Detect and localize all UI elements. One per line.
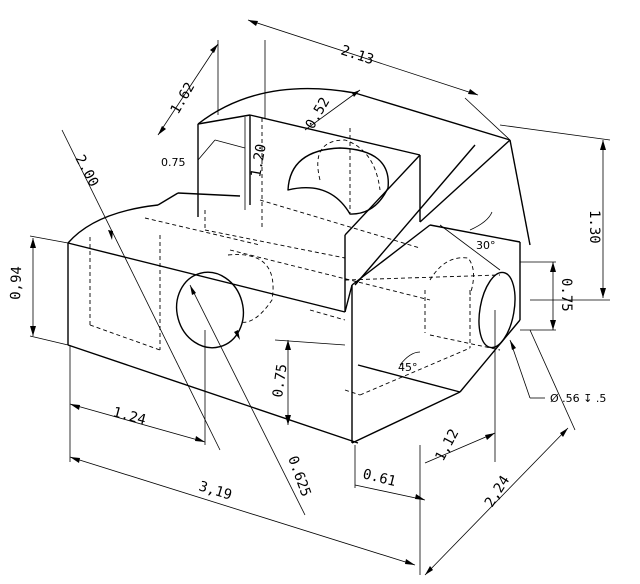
dim-1-20: 1.20 (248, 143, 270, 179)
angle-30: 30° (476, 239, 496, 252)
dim-1-12: 1,12 (432, 427, 462, 464)
dim-2-13: 2.13 (339, 43, 376, 69)
dim-0-625: 0.625 (284, 454, 313, 499)
dim-2-24: 2,24 (482, 473, 513, 510)
dim-0-94: 0,94 (8, 266, 25, 300)
dim-0-75-right: 0.75 (558, 278, 574, 312)
dim-0-75-front: 0.75 (270, 363, 291, 399)
dimension-lines (29, 19, 611, 576)
dim-1-24: 1.24 (111, 404, 148, 428)
dim-0-61: 0.61 (361, 466, 398, 490)
hole-callout: Ø .56 ↧ .5 (550, 392, 606, 405)
dim-0-75-top: 0.75 (161, 156, 186, 169)
dim-3-19: 3,19 (197, 479, 234, 504)
dim-2-00: 2.00 (71, 152, 101, 189)
dimension-text: 2.13 1.62 0.52 0.75 1.20 2.00 0,94 1.24 … (8, 43, 606, 511)
dim-1-30: 1.30 (586, 210, 602, 244)
dim-0-52: 0.52 (303, 95, 334, 132)
angle-45: 45° (398, 361, 418, 374)
dim-1-62: 1.62 (168, 80, 199, 117)
object-outline (67, 87, 531, 444)
hidden-lines (89, 118, 501, 396)
